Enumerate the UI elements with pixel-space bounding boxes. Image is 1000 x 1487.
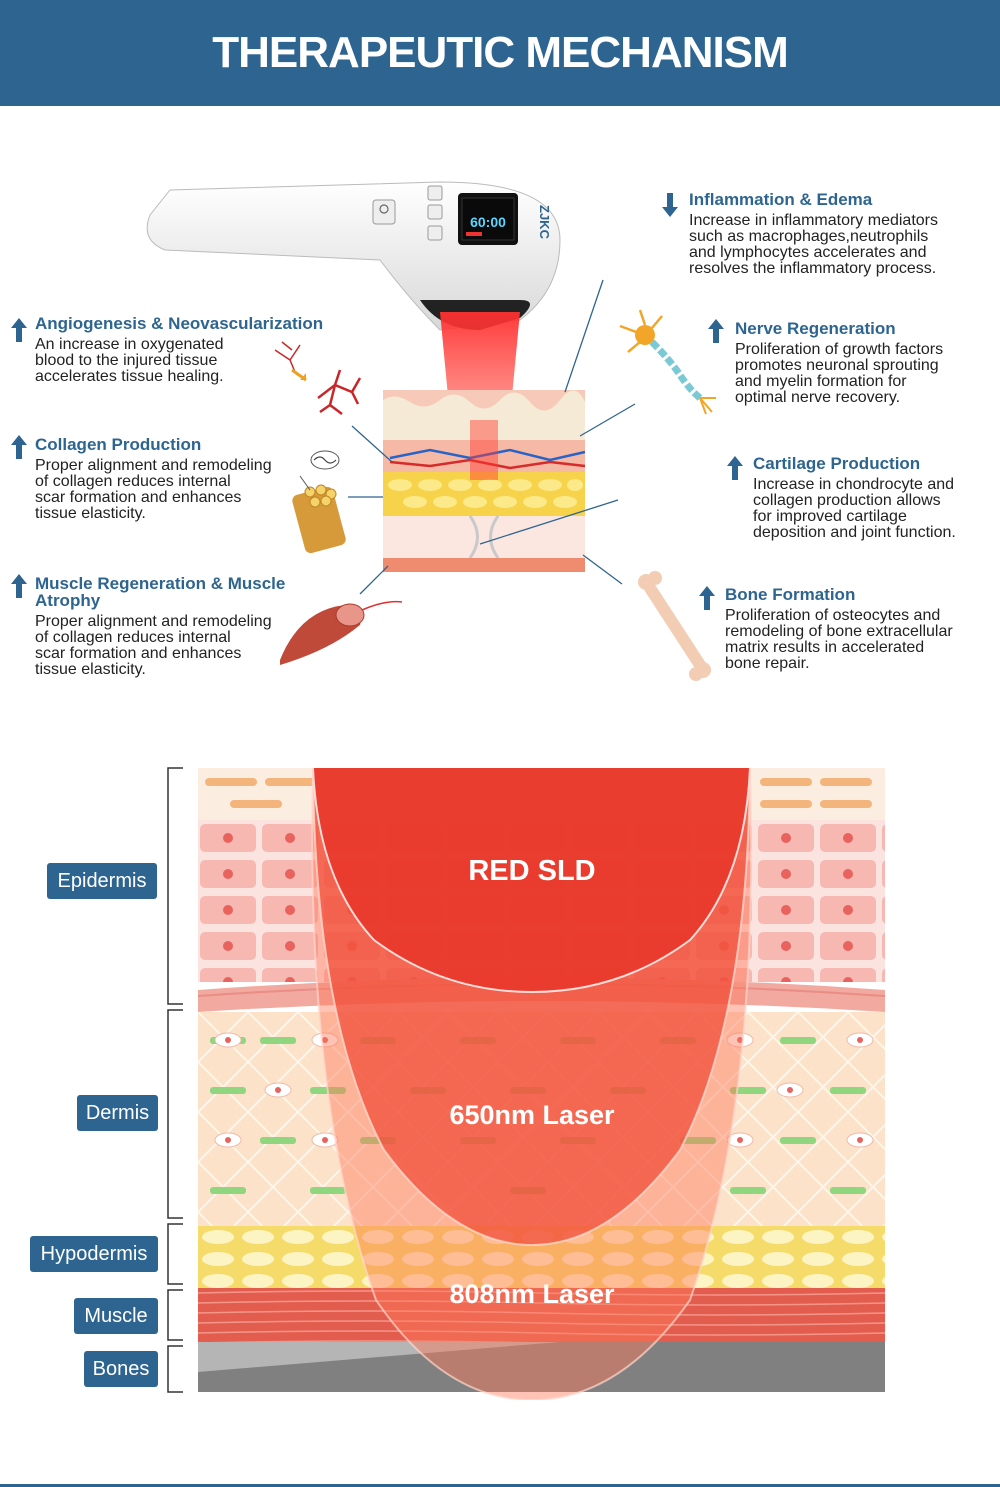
benefit-desc: Proliferation of growth factors promotes… <box>735 342 943 406</box>
beam-label-red-sld: RED SLD <box>468 855 595 887</box>
benefit-title: Muscle Regeneration & Muscle <box>35 574 286 593</box>
benefit-desc-line: Proper alignment and remodeling <box>35 613 272 630</box>
benefit-desc-line: An increase in oxygenated <box>35 336 224 353</box>
benefit-title: Angiogenesis & Neovascularization <box>35 314 324 333</box>
benefit-inflammation: Inflammation & Edema Increase in inflamm… <box>689 191 938 277</box>
benefit-desc-line: deposition and joint function. <box>753 524 956 541</box>
benefit-title: Nerve Regeneration <box>735 319 896 338</box>
benefit-desc-line: accelerates tissue healing. <box>35 368 224 385</box>
collagen-fiber-icon <box>292 450 346 554</box>
beam-label-650nm: 650nm Laser <box>449 1100 615 1130</box>
benefit-desc-line: scar formation and enhances <box>35 489 242 506</box>
benefit-collagen: Collagen Production Proper alignment and… <box>35 436 272 522</box>
increase-arrow-icon <box>11 435 27 459</box>
benefit-desc-line: scar formation and enhances <box>35 645 242 662</box>
benefit-desc: Proliferation of osteocytes and remodeli… <box>725 608 953 672</box>
increase-arrow-icon <box>708 319 724 343</box>
benefit-desc: Increase in chondrocyte and collagen pro… <box>753 477 956 541</box>
device-brand: ZJKC <box>537 205 552 240</box>
benefit-desc-line: collagen production allows <box>753 492 941 509</box>
benefit-desc-line: Proliferation of osteocytes and <box>725 607 941 624</box>
layer-label-bones: Bones <box>84 1351 158 1387</box>
benefit-bone: Bone Formation Proliferation of osteocyt… <box>725 586 953 672</box>
bone-icon <box>638 571 711 681</box>
increase-arrow-icon <box>727 456 743 480</box>
benefit-desc-line: remodeling of bone extracellular <box>725 623 953 640</box>
benefit-desc-line: for improved cartilage <box>753 508 907 525</box>
benefit-title: Cartilage Production <box>753 454 921 473</box>
neuron-icon <box>619 309 716 415</box>
benefit-angiogenesis: Angiogenesis & Neovascularization An inc… <box>35 315 323 385</box>
benefit-desc-line: such as macrophages,neutrophils <box>689 228 929 245</box>
benefit-desc: Proper alignment and remodeling of colla… <box>35 458 272 522</box>
layer-label-hypodermis: Hypodermis <box>30 1236 158 1272</box>
increase-arrow-icon <box>699 586 715 610</box>
beam-red-sld <box>313 768 750 992</box>
benefit-desc: Increase in inflammatory mediators such … <box>689 213 938 277</box>
benefit-title-line2: Atrophy <box>35 591 101 610</box>
benefit-desc-line: matrix results in accelerated <box>725 639 925 656</box>
benefit-muscle: Muscle Regeneration & Muscle Atrophy Pro… <box>35 575 285 678</box>
page-title: THERAPEUTIC MECHANISM <box>212 28 788 77</box>
muscle-fiber-icon <box>280 600 403 665</box>
layer-label-muscle: Muscle <box>74 1298 158 1334</box>
benefit-desc-line: resolves the inflammatory process. <box>689 260 937 277</box>
layer-brackets <box>167 767 183 1393</box>
benefit-desc-line: blood to the injured tissue <box>35 352 218 369</box>
connector-lines <box>348 279 636 595</box>
benefit-desc-line: promotes neuronal sprouting <box>735 357 939 374</box>
benefit-desc-line: bone repair. <box>725 655 810 672</box>
page-header: THERAPEUTIC MECHANISM <box>0 0 1000 106</box>
benefit-desc-line: of collagen reduces internal <box>35 473 231 490</box>
layer-label-dermis: Dermis <box>77 1095 158 1131</box>
benefit-title: Inflammation & Edema <box>689 190 873 209</box>
footer-bar <box>0 1484 1000 1487</box>
benefit-desc: An increase in oxygenated blood to the i… <box>35 337 323 385</box>
layer-label-epidermis: Epidermis <box>47 863 157 899</box>
benefit-desc-line: of collagen reduces internal <box>35 629 231 646</box>
skin-block <box>383 390 586 572</box>
blood-vessel-icon <box>274 341 362 415</box>
mechanism-illustration: 60:00 ZJKC <box>146 181 716 681</box>
penetration-diagram: RED SLD 650nm Laser 808nm Laser <box>167 767 886 1400</box>
benefit-desc-line: Increase in chondrocyte and <box>753 476 955 493</box>
increase-arrow-icon <box>11 318 27 342</box>
laser-device: 60:00 ZJKC <box>146 181 561 331</box>
benefit-desc-line: and lymphocytes accelerates and <box>689 244 927 261</box>
benefit-nerve: Nerve Regeneration Proliferation of grow… <box>735 320 943 406</box>
device-screen-time: 60:00 <box>470 214 506 230</box>
benefit-cartilage: Cartilage Production Increase in chondro… <box>753 455 956 541</box>
benefit-title: Bone Formation <box>725 585 856 604</box>
benefit-desc-line: tissue elasticity. <box>35 661 146 678</box>
benefit-desc: Proper alignment and remodeling of colla… <box>35 614 285 678</box>
benefit-desc-line: and myelin formation for <box>735 373 907 390</box>
beam-label-808nm: 808nm Laser <box>449 1279 615 1309</box>
benefit-desc-line: Proper alignment and remodeling <box>35 457 272 474</box>
increase-arrow-icon <box>11 574 27 598</box>
benefit-desc-line: Proliferation of growth factors <box>735 341 944 358</box>
benefit-desc-line: optimal nerve recovery. <box>735 389 901 406</box>
benefit-title: Collagen Production <box>35 435 202 454</box>
benefit-desc-line: Increase in inflammatory mediators <box>689 212 938 229</box>
decrease-arrow-icon <box>662 193 678 217</box>
benefit-desc-line: tissue elasticity. <box>35 505 146 522</box>
